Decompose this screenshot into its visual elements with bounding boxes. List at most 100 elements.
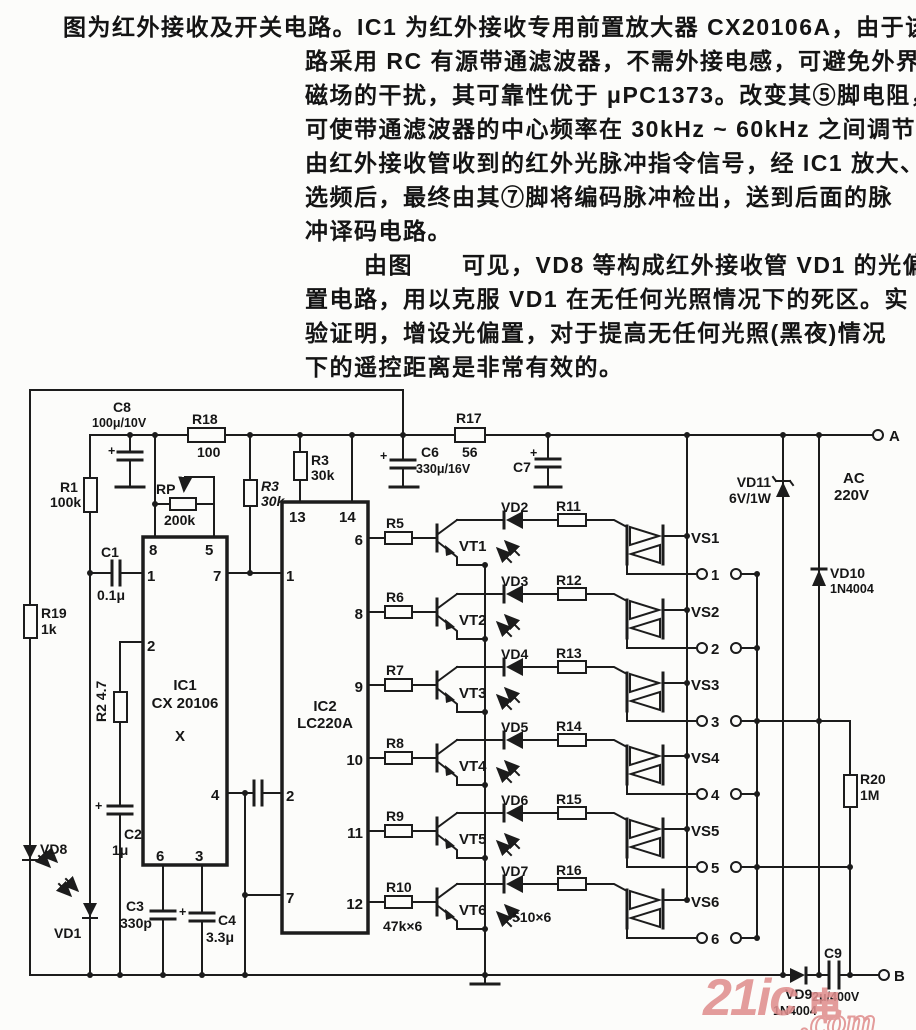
pin-4: 4 xyxy=(211,787,220,804)
label-r17: R17 xyxy=(456,410,482,426)
label-base-resistor: R5 xyxy=(386,515,404,531)
channel-row-6: R10 VT6 VD7 R16 VS6 6 xyxy=(367,862,760,948)
channel-row-4: R8 VT4 VD5 R14 VS4 4 xyxy=(367,718,760,804)
label-vd8: VD8 xyxy=(40,841,67,857)
label-r19: R19 xyxy=(41,605,67,621)
label-c8-value: 100μ/10V xyxy=(92,416,147,430)
pin-6: 6 xyxy=(355,532,363,549)
label-ac: AC xyxy=(843,470,865,487)
resistor-r1: R1 100k xyxy=(50,434,98,976)
text-line: 路采用 RC 有源带通滤波器，不需外接电感，可避免外界 xyxy=(305,48,916,74)
label-vd9: VD9 xyxy=(785,986,812,1002)
label-47k-x6: 47k×6 xyxy=(383,918,423,934)
label-ic1-part: CX 20106 xyxy=(152,695,219,712)
resistor-r18: R18 100 xyxy=(187,411,226,460)
label-c1-value: 0.1μ xyxy=(97,587,125,603)
label-triac: VS5 xyxy=(691,823,719,840)
label-r20: R20 xyxy=(860,771,886,787)
label-r1: R1 xyxy=(60,479,78,495)
label-c2: C2 xyxy=(124,826,142,842)
label-terminal-b: B xyxy=(894,968,905,985)
label-channel-number: 3 xyxy=(711,714,719,731)
label-c3: C3 xyxy=(126,898,144,914)
label-out-resistor: R15 xyxy=(556,791,582,807)
label-transistor: VT6 xyxy=(459,902,487,919)
label-diode: VD3 xyxy=(501,573,528,589)
zener-vd11: VD11 6V/1W xyxy=(729,474,795,506)
label-rp: RP xyxy=(156,481,175,497)
label-r20-value: 1M xyxy=(860,787,879,803)
label-510-x6: 510×6 xyxy=(512,909,552,925)
label-c4: C4 xyxy=(218,912,236,928)
pin-7: 7 xyxy=(286,890,294,907)
pin-13: 13 xyxy=(289,509,306,526)
label-vd9-value: 1N4004 xyxy=(773,1004,817,1018)
channel-row-1: R5 VT1 VD2 R11 VS1 1 xyxy=(367,498,760,584)
pin-14: 14 xyxy=(339,509,356,526)
label-rp-value: 200k xyxy=(164,512,195,528)
label-base-resistor: R9 xyxy=(386,808,404,824)
label-r19-value: 1k xyxy=(41,621,57,637)
label-diode: VD6 xyxy=(501,792,528,808)
label-c6: C6 xyxy=(421,444,439,460)
label-channel-number: 4 xyxy=(711,787,720,804)
text-line: 由红外接收管收到的红外光脉冲指令信号，经 IC1 放大、 xyxy=(305,150,916,176)
label-r3b-value: 30k xyxy=(311,467,335,483)
label-base-resistor: R10 xyxy=(386,879,412,895)
plus-sign: + xyxy=(530,446,537,460)
label-c4-value: 3.3μ xyxy=(206,929,234,945)
text-line: 磁场的干扰，其可靠性优于 μPC1373。改变其⑤脚电阻， xyxy=(305,82,916,108)
label-r18: R18 xyxy=(192,411,218,427)
label-c9: C9 xyxy=(824,945,842,961)
label-base-resistor: R6 xyxy=(386,589,404,605)
watermark-brand: 21ic xyxy=(703,969,798,1027)
potentiometer-rp: RP 200k xyxy=(152,434,215,538)
diode-vd9: VD9 1N4004 xyxy=(773,966,880,1018)
label-channel-number: 1 xyxy=(711,567,719,584)
pin-8: 8 xyxy=(355,606,363,623)
resistor-r19: R19 1k xyxy=(23,604,67,639)
text-line: 冲译码电路。 xyxy=(305,218,452,244)
resistor-r2-capacitor-c2: + R2 4.7 C2 1μ xyxy=(93,641,144,976)
label-ic1-x: X xyxy=(175,728,185,745)
label-r3a-value: 30k xyxy=(261,493,286,509)
label-channel-number: 2 xyxy=(711,641,719,658)
capacitor-c3: C3 330p xyxy=(120,864,177,976)
label-transistor: VT1 xyxy=(459,538,487,555)
label-vd10: VD10 xyxy=(830,565,865,581)
label-ic2: IC2 xyxy=(313,698,336,715)
ac-source-label: AC 220V xyxy=(834,470,869,504)
pin-11: 11 xyxy=(347,825,363,842)
capacitor-c8: + C8 100μ/10V xyxy=(92,399,147,489)
label-triac: VS2 xyxy=(691,604,719,621)
channel-row-2: R6 VT2 VD3 R12 VS2 2 xyxy=(367,572,760,658)
pin-6: 6 xyxy=(156,848,164,865)
text-line: 图为红外接收及开关电路。IC1 为红外接收专用前置放大器 CX20106A，由于… xyxy=(63,14,916,40)
pin-1: 1 xyxy=(147,568,155,585)
pin-2: 2 xyxy=(147,638,155,655)
label-triac: VS4 xyxy=(691,750,720,767)
plus-sign: + xyxy=(108,444,115,458)
label-transistor: VT4 xyxy=(459,758,487,775)
label-out-resistor: R11 xyxy=(556,498,581,514)
plus-sign: + xyxy=(179,905,186,919)
label-diode: VD2 xyxy=(501,499,528,515)
capacitor-c6: + C6 330μ/16V xyxy=(380,434,471,489)
label-c3-value: 330p xyxy=(120,915,152,931)
label-c6-value: 330μ/16V xyxy=(416,462,471,476)
resistor-r20: R20 1M xyxy=(843,771,886,808)
ic1-chip: 8 5 1 2 7 4 6 3 IC1 CX 20106 X xyxy=(141,535,229,867)
label-c9-value: 2μ/400V xyxy=(812,990,860,1004)
label-ic1: IC1 xyxy=(173,677,196,694)
label-ac-value: 220V xyxy=(834,487,869,504)
capacitor-c1: C1 0.1μ xyxy=(87,544,144,603)
capacitor-c7: + C7 xyxy=(513,434,563,489)
label-vd1: VD1 xyxy=(54,925,81,941)
label-diode: VD4 xyxy=(501,646,528,662)
channel-row-3: R7 VT3 VD4 R13 VS3 3 xyxy=(367,645,760,731)
label-r2: R2 4.7 xyxy=(93,681,109,722)
ic2-chip: 13 14 1 2 7 IC2 LC220A 6 8 9 10 11 12 xyxy=(280,500,370,935)
label-c1: C1 xyxy=(101,544,119,560)
